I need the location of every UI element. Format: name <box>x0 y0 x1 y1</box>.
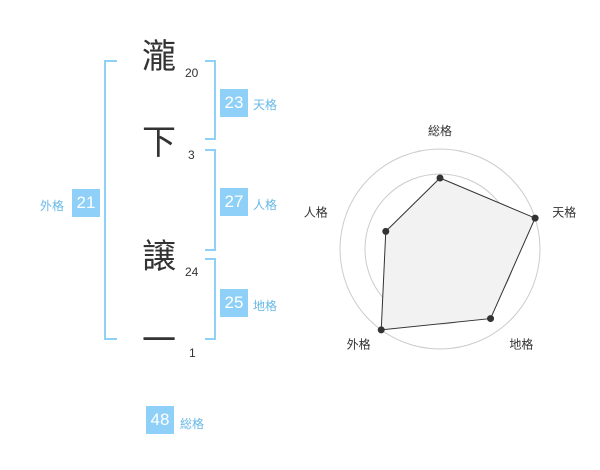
radar-points <box>377 174 539 334</box>
stroke-count-1: 20 <box>185 66 199 80</box>
chikaku-badge: 25 <box>220 289 248 317</box>
name-char-4: 一 <box>142 321 176 361</box>
chikaku-bracket <box>205 258 216 340</box>
radar-point-4 <box>377 326 385 334</box>
chikaku-label: 地格 <box>253 299 278 313</box>
radar-axis-label-3: 地格 <box>509 336 533 351</box>
gaikaku-badge: 21 <box>72 189 100 217</box>
radar-point-5 <box>382 227 390 235</box>
radar-ring <box>339 148 541 350</box>
radar-axis-label-5: 人格 <box>304 205 328 220</box>
soukaku-label: 総格 <box>180 417 205 431</box>
soukaku-badge: 48 <box>146 406 174 434</box>
radar-axis-label-4: 外格 <box>347 336 371 351</box>
jinkaku-label: 人格 <box>253 198 278 212</box>
radar-point-2 <box>531 214 539 222</box>
name-char-1: 瀧 <box>142 37 176 77</box>
radar-area <box>380 177 536 331</box>
stroke-count-4: 1 <box>189 346 196 360</box>
radar-point-3 <box>487 315 495 323</box>
jinkaku-bracket <box>205 149 216 251</box>
tenkaku-badge: 23 <box>220 89 248 117</box>
stroke-count-3: 24 <box>185 265 199 279</box>
gaikaku-label: 外格 <box>40 199 65 213</box>
name-char-3: 譲 <box>142 237 176 277</box>
radar-axis-label-1: 総格 <box>428 123 452 138</box>
tenkaku-label: 天格 <box>253 98 278 112</box>
radar-axis-label-2: 天格 <box>552 205 576 220</box>
tenkaku-bracket <box>205 60 216 140</box>
radar-point-1 <box>436 174 444 182</box>
jinkaku-badge: 27 <box>220 188 248 216</box>
gaikaku-bracket <box>104 60 117 340</box>
name-char-2: 下 <box>142 123 176 163</box>
stroke-count-2: 3 <box>188 148 195 162</box>
